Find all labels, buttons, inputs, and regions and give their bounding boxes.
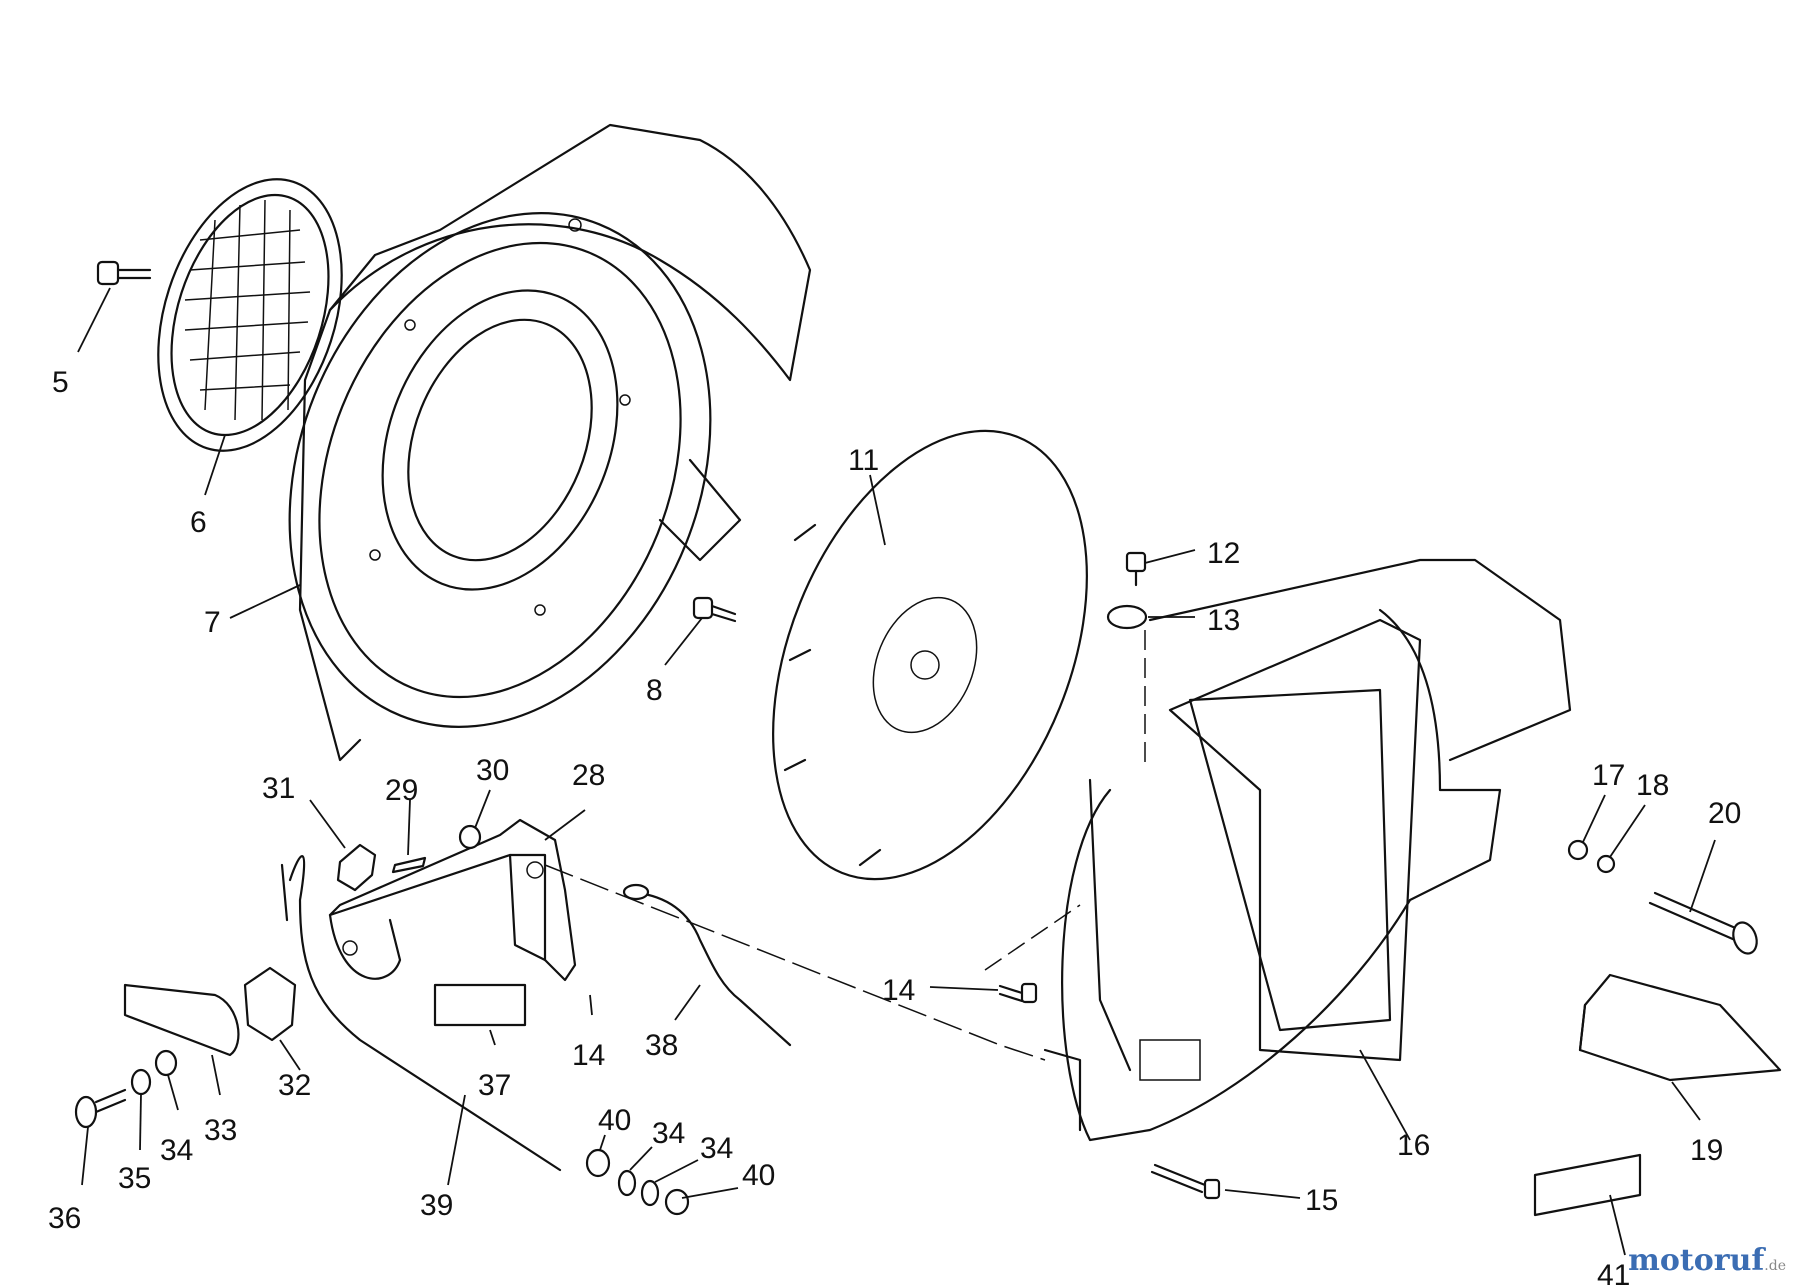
callout-33: 33 — [204, 1114, 237, 1147]
part-34-washer-a — [154, 1049, 178, 1077]
part-36-bolt — [74, 1088, 127, 1129]
callout-6: 6 — [190, 506, 207, 539]
callout-34-right: 34 — [700, 1132, 733, 1165]
part-17-nut — [1567, 839, 1589, 861]
part-16-front-housing — [1043, 558, 1572, 1142]
part-29-pin — [391, 856, 427, 874]
part-38-wire — [622, 883, 792, 1047]
assembly-lines — [544, 630, 1146, 1061]
part-19-shield — [1578, 973, 1782, 1082]
callout-41: 41 — [1597, 1259, 1630, 1286]
callout-7: 7 — [204, 606, 221, 639]
part-31-switch — [336, 843, 377, 892]
part-14-bolt-right — [998, 982, 1038, 1004]
callout-39: 39 — [420, 1189, 453, 1222]
part-12-screw — [1125, 551, 1147, 587]
callout-34-left: 34 — [160, 1134, 193, 1167]
callout-29: 29 — [385, 774, 418, 807]
callout-11: 11 — [848, 444, 879, 477]
part-6-fan-cover — [157, 178, 343, 452]
callout-31: 31 — [262, 772, 295, 805]
callout-18: 18 — [1636, 769, 1669, 802]
callout-37: 37 — [478, 1069, 511, 1102]
callout-16: 16 — [1397, 1129, 1430, 1162]
callout-32: 32 — [278, 1069, 311, 1102]
part-28-handle — [328, 818, 577, 982]
callout-14-left: 14 — [572, 1039, 605, 1072]
part-8-bolt — [692, 596, 737, 623]
part-41-label — [1533, 1153, 1642, 1217]
callout-40-right: 40 — [742, 1159, 775, 1192]
part-7-blower-housing — [288, 123, 812, 762]
part-13-cap — [1106, 604, 1148, 630]
callout-38: 38 — [645, 1029, 678, 1062]
callout-12: 12 — [1207, 537, 1240, 570]
callout-40-left: 40 — [598, 1104, 631, 1137]
watermark-tld: .de — [1764, 1258, 1786, 1274]
part-5-screw — [96, 260, 152, 286]
callout-13: 13 — [1207, 604, 1240, 637]
part-40-nut-b — [664, 1188, 690, 1216]
callout-36: 36 — [48, 1202, 81, 1235]
callout-19: 19 — [1690, 1134, 1723, 1167]
part-37-label — [433, 983, 527, 1027]
callout-5: 5 — [52, 366, 69, 399]
part-35-washer — [130, 1068, 152, 1096]
callout-28: 28 — [572, 759, 605, 792]
part-40-nut-a — [585, 1148, 611, 1178]
watermark-logo: motoruf.de — [1628, 1243, 1786, 1278]
part-34-washer-c — [640, 1179, 660, 1207]
part-11-impeller — [772, 429, 1088, 881]
callout-34-mid: 34 — [652, 1117, 685, 1150]
part-39-cable — [280, 855, 562, 1172]
leader-lines — [77, 287, 1716, 1256]
part-20-bolt — [1648, 891, 1758, 955]
callout-35: 35 — [118, 1162, 151, 1195]
callout-15: 15 — [1305, 1184, 1338, 1217]
callout-30: 30 — [476, 754, 509, 787]
callout-17: 17 — [1592, 759, 1625, 792]
part-30-nut — [458, 824, 482, 850]
watermark-brand: motoruf — [1628, 1243, 1765, 1278]
part-18-washer — [1596, 854, 1616, 874]
callout-20: 20 — [1708, 797, 1741, 830]
part-15-bolt — [1150, 1163, 1221, 1200]
part-34-washer-b — [617, 1169, 637, 1197]
callout-14-right: 14 — [882, 974, 915, 1007]
part-32-lever — [243, 966, 297, 1042]
callouts: 5 6 7 8 11 12 13 14 15 16 17 18 19 20 28… — [48, 366, 1741, 1286]
part-33-grip — [123, 983, 240, 1057]
callout-8: 8 — [646, 674, 663, 707]
